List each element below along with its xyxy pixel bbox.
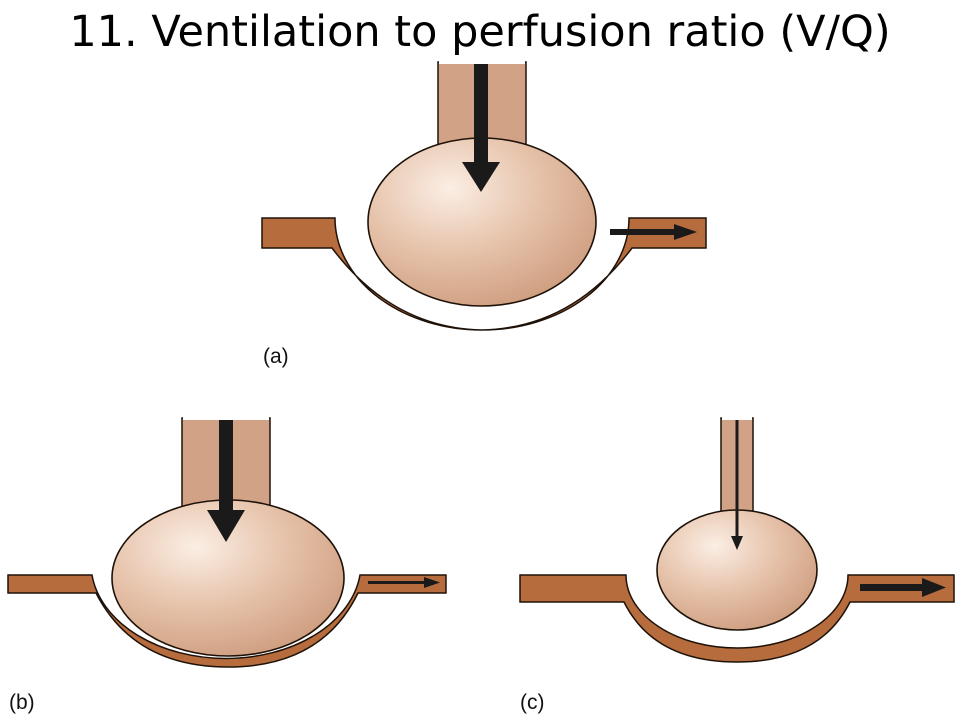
ventilation-arrow xyxy=(731,420,743,550)
perfusion-arrow xyxy=(610,224,697,240)
panel-label-c: (c) xyxy=(520,691,545,714)
panel-b: (b) xyxy=(7,414,447,714)
panel-label-b: (b) xyxy=(9,691,35,714)
perfusion-arrow xyxy=(860,578,946,597)
capillary-vessel xyxy=(519,574,955,663)
ventilation-arrow xyxy=(207,420,245,542)
panel-c: (c) xyxy=(519,414,955,714)
slide-title: 11. Ventilation to perfusion ratio (V/Q) xyxy=(69,7,891,57)
perfusion-arrow xyxy=(368,577,440,588)
panel-a: (a) xyxy=(261,58,707,368)
ventilation-arrow xyxy=(462,64,500,192)
capillary-vessel xyxy=(7,574,447,668)
panel-label-a: (a) xyxy=(263,345,289,368)
